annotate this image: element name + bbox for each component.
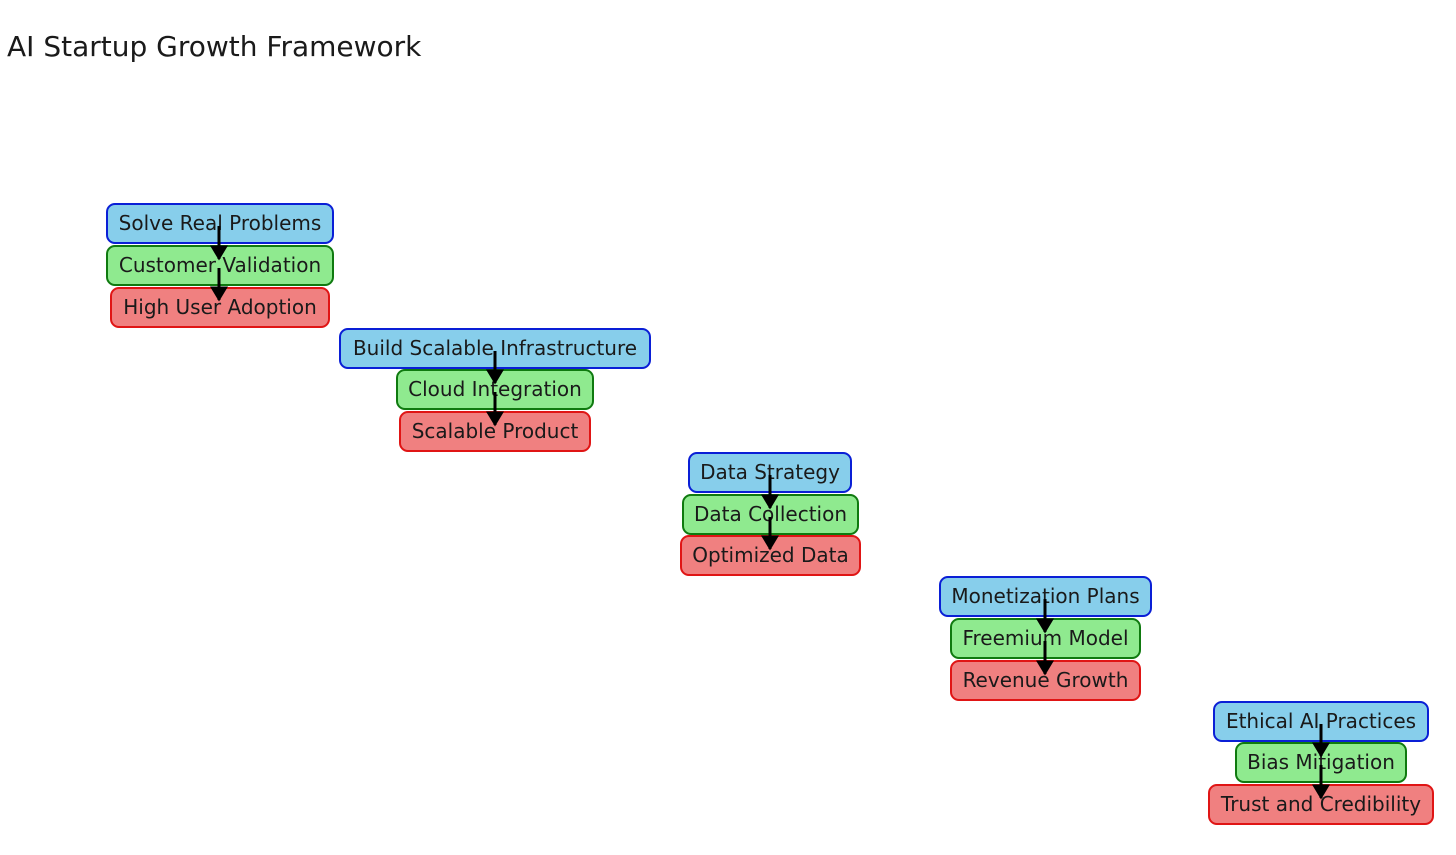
diagram-title: AI Startup Growth Framework: [7, 30, 422, 63]
node-data-collection: Data Collection: [682, 494, 859, 535]
node-optimized-data: Optimized Data: [680, 535, 861, 576]
node-scalable-product: Scalable Product: [399, 411, 591, 452]
node-revenue-growth: Revenue Growth: [950, 660, 1141, 701]
node-solve-real-problems: Solve Real Problems: [106, 203, 334, 244]
node-build-scalable-infrastructure: Build Scalable Infrastructure: [339, 328, 651, 369]
node-data-strategy: Data Strategy: [688, 452, 852, 493]
node-bias-mitigation: Bias Mitigation: [1235, 742, 1407, 783]
node-trust-and-credibility: Trust and Credibility: [1208, 784, 1434, 825]
node-customer-validation: Customer Validation: [106, 245, 334, 286]
node-ethical-ai-practices: Ethical AI Practices: [1213, 701, 1429, 742]
node-cloud-integration: Cloud Integration: [396, 369, 594, 410]
node-monetization-plans: Monetization Plans: [939, 576, 1152, 617]
node-high-user-adoption: High User Adoption: [110, 287, 330, 328]
node-freemium-model: Freemium Model: [950, 618, 1141, 659]
